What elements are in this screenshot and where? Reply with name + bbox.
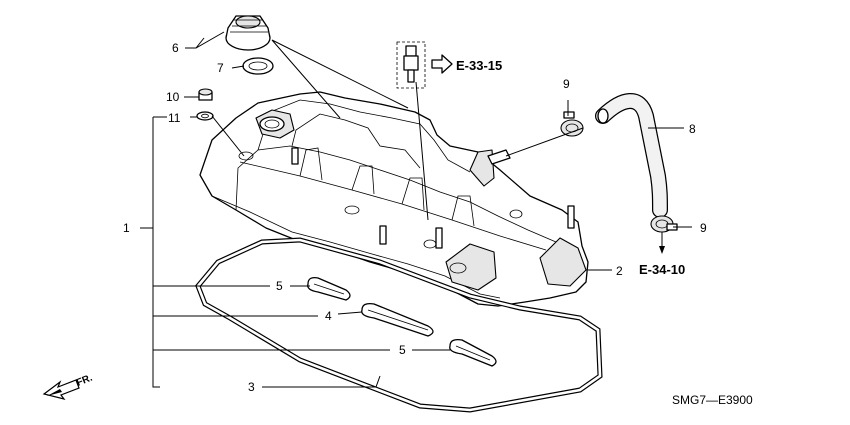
oil-filler-cap	[225, 15, 271, 51]
callout-9b: 9	[700, 221, 707, 235]
callout-5a: 5	[276, 279, 283, 293]
drawing-code: SMG7—E3900	[672, 393, 753, 407]
callout-1: 1	[123, 221, 130, 235]
ref-e-34-10[interactable]: E-34-10	[639, 262, 685, 277]
callout-2: 2	[616, 264, 623, 278]
pcv-valve	[396, 41, 426, 89]
callout-5b: 5	[399, 343, 406, 357]
callout-6: 6	[172, 41, 179, 55]
cylinder-head-cover	[199, 91, 589, 307]
callout-11: 11	[168, 111, 181, 125]
head-cover-gasket	[195, 237, 603, 413]
cover-bolt	[198, 88, 213, 101]
reference-arrow-icon	[431, 54, 453, 74]
callout-3: 3	[248, 380, 255, 394]
tube-seal-lower	[449, 338, 497, 367]
arrowhead-icon	[659, 246, 665, 254]
tube-seal-middle	[361, 302, 434, 337]
front-label: FR.	[75, 372, 94, 388]
callout-4: 4	[325, 309, 332, 323]
breather-hose	[595, 93, 668, 218]
callout-8: 8	[689, 122, 696, 136]
filler-cap-o-ring	[242, 57, 274, 75]
callout-7: 7	[217, 61, 224, 75]
hose-clamp-lower	[650, 215, 678, 233]
front-direction-arrow-icon	[42, 379, 80, 400]
tube-seal-upper	[307, 276, 351, 301]
ref-e-33-15[interactable]: E-33-15	[456, 58, 502, 73]
callout-9a: 9	[563, 77, 570, 91]
bolt-washer	[196, 111, 214, 121]
callout-10: 10	[166, 90, 180, 104]
leader-lines	[140, 31, 692, 388]
